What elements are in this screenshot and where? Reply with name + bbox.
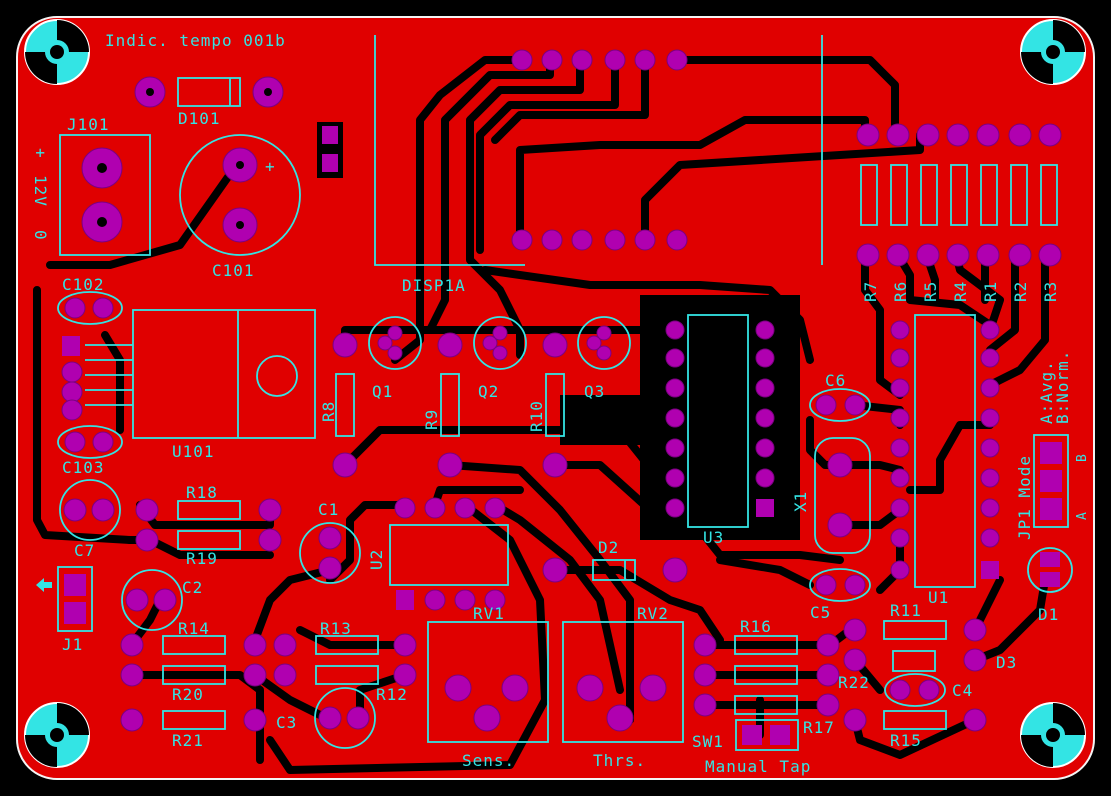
label-r1: R1: [981, 281, 1000, 302]
label-c7: C7: [74, 541, 95, 560]
label-c2: C2: [182, 578, 203, 597]
label-r12: R12: [376, 685, 408, 704]
u3-clearance: [640, 295, 800, 540]
label-sw1: SW1: [692, 732, 724, 751]
label-q2: Q2: [478, 382, 499, 401]
label-c101: C101: [212, 261, 255, 280]
label-r5: R5: [921, 281, 940, 302]
caption-manual-tap: Manual Tap: [705, 757, 811, 776]
label-d1: D1: [1038, 605, 1059, 624]
label-jp-a: A: [1075, 511, 1090, 520]
label-mode-a: A:Avg.: [1037, 360, 1056, 424]
zero-label: 0: [31, 230, 50, 241]
label-c6: C6: [825, 371, 846, 390]
board-title: Indic. tempo 001b: [105, 31, 286, 50]
label-r8: R8: [319, 401, 338, 422]
label-r11: R11: [890, 601, 922, 620]
label-u2: U2: [367, 549, 386, 570]
mounting-hole-tr: [1020, 19, 1086, 85]
label-r9: R9: [422, 409, 441, 430]
label-q1: Q1: [372, 382, 393, 401]
label-r10: R10: [527, 400, 546, 432]
label-jp1-mode: JP1 Mode: [1015, 455, 1034, 540]
label-c3: C3: [276, 713, 297, 732]
voltage-label: 12V: [31, 175, 50, 207]
label-jp-b: B: [1075, 453, 1090, 462]
label-disp1a: DISP1A: [402, 276, 466, 295]
label-c4: C4: [952, 681, 973, 700]
power-label-group: + 12V 0: [31, 148, 50, 241]
label-d101: D101: [178, 109, 221, 128]
label-r7: R7: [861, 281, 880, 302]
label-u3: U3: [703, 528, 724, 547]
label-rv2: RV2: [637, 604, 669, 623]
label-d2: D2: [598, 538, 619, 557]
label-r16: R16: [740, 617, 772, 636]
label-r13: R13: [320, 619, 352, 638]
label-c102: C102: [62, 275, 105, 294]
label-c1: C1: [318, 500, 339, 519]
mounting-hole-br: [1020, 702, 1086, 768]
label-u101: U101: [172, 442, 215, 461]
label-j101: J101: [67, 115, 110, 134]
label-r15: R15: [890, 731, 922, 750]
label-r4: R4: [951, 281, 970, 302]
label-r6: R6: [891, 281, 910, 302]
plus-label: +: [31, 148, 50, 159]
board-outline: [16, 16, 1095, 780]
label-u1: U1: [928, 588, 949, 607]
label-x1: X1: [791, 491, 810, 512]
silkscreen: [57, 35, 1073, 751]
label-mode-b: B:Norm.: [1053, 350, 1072, 424]
label-c5: C5: [810, 603, 831, 622]
label-r20: R20: [172, 685, 204, 704]
label-j1: J1: [62, 635, 83, 654]
label-r3: R3: [1041, 281, 1060, 302]
label-r2: R2: [1011, 281, 1030, 302]
arrow-icon: [36, 578, 52, 592]
mounting-hole-bl: [24, 702, 90, 768]
label-r14: R14: [178, 619, 210, 638]
mounting-hole-tl: [24, 19, 90, 85]
label-r21: R21: [172, 731, 204, 750]
label-c101-plus: +: [265, 157, 276, 176]
label-d3: D3: [996, 653, 1017, 672]
label-rv1: RV1: [473, 604, 505, 623]
caption-sens: Sens.: [462, 751, 515, 770]
label-r19: R19: [186, 549, 218, 568]
label-r18: R18: [186, 483, 218, 502]
pads: [61, 49, 1062, 745]
label-q3: Q3: [584, 382, 605, 401]
label-r17: R17: [803, 718, 835, 737]
label-r22: R22: [838, 673, 870, 692]
caption-thrs: Thrs.: [593, 751, 646, 770]
label-c103: C103: [62, 458, 105, 477]
